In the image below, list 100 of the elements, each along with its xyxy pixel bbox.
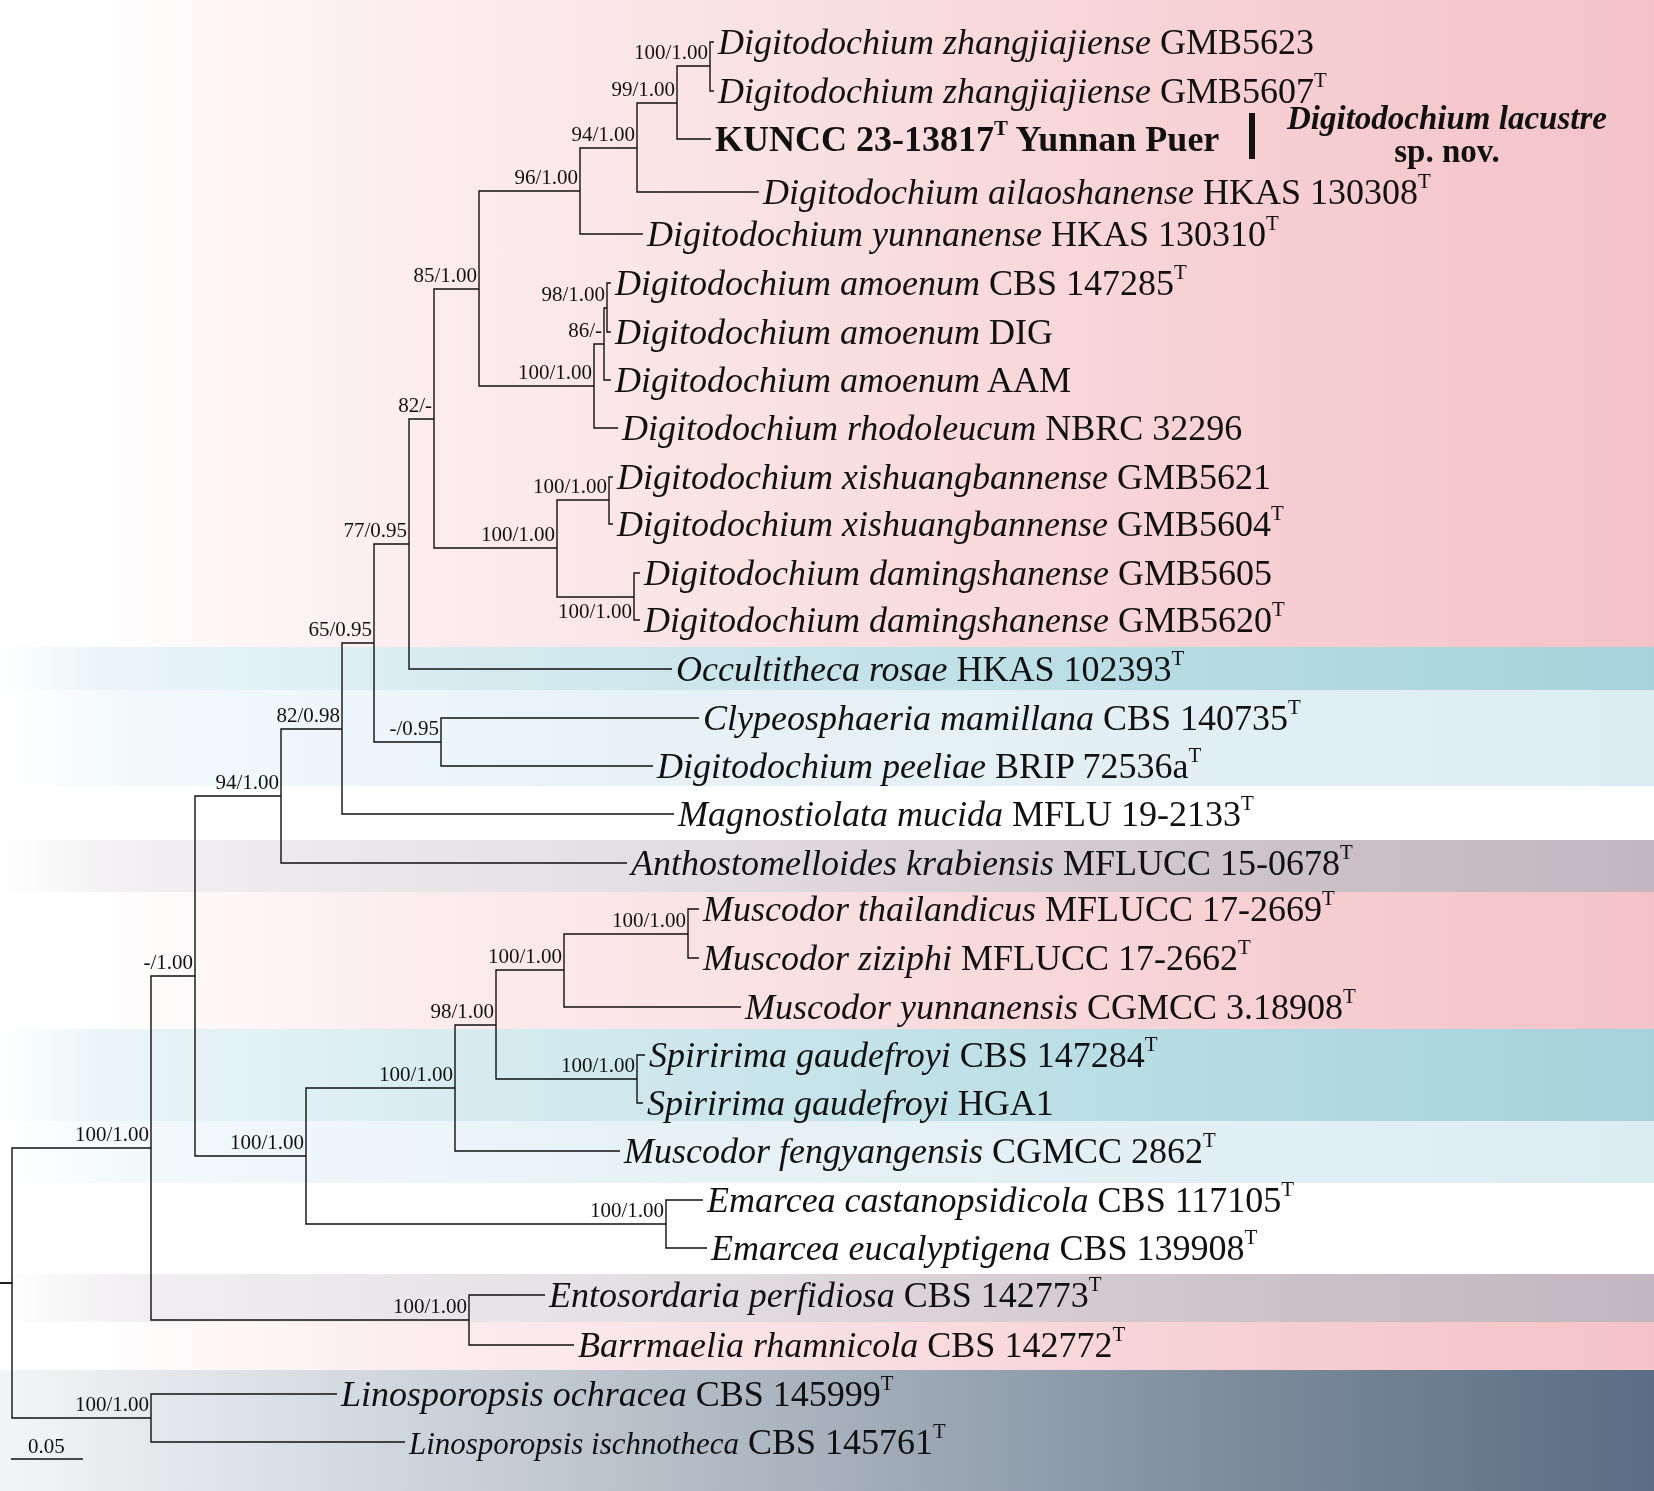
tree-branch (341, 642, 375, 730)
tree-branch (194, 795, 282, 977)
taxon-label: Digitodochium zhangjiajiense GMB5623 (714, 22, 1314, 62)
tree-branch (150, 1417, 406, 1443)
tree-branch (373, 543, 410, 644)
taxon-label: Muscodor ziziphi MFLUCC 17-2662$^{T}$ (699, 938, 1251, 978)
tree-branch (495, 969, 565, 1026)
tree-branch (341, 728, 675, 815)
tree-branch (440, 717, 700, 743)
tree-branch (608, 476, 614, 501)
tree-branch (676, 65, 711, 104)
tree-branch (280, 795, 628, 864)
tree-branch (606, 307, 612, 333)
support-value: 100/1.00 (633, 41, 708, 63)
tree-branch (468, 1294, 546, 1321)
support-value: 100/1.00 (392, 1295, 467, 1317)
support-value: 100/1.00 (74, 1123, 149, 1145)
support-value: 82/- (398, 394, 432, 416)
taxon-label: Emarcea eucalyptigena CBS 139908$^{T}$ (707, 1228, 1258, 1268)
support-value: -/1.00 (143, 951, 193, 973)
support-value: 100/1.00 (517, 361, 592, 383)
tree-branch (687, 933, 700, 959)
tree-branch (305, 1155, 667, 1225)
tree-branch (687, 908, 700, 935)
tree-branch (603, 343, 612, 381)
tree-branch (636, 102, 678, 149)
scale-value: 0.05 (28, 1435, 65, 1457)
tree-branch (563, 933, 689, 971)
taxon-label: Anthostomelloides krabiensis MFLUCC 15-0678$^{T}$ (627, 843, 1353, 883)
support-value: 85/1.00 (413, 264, 477, 286)
tree-branch (633, 572, 641, 598)
support-value: 100/1.00 (611, 909, 686, 931)
tree-branch (709, 65, 715, 92)
taxon-label: Spiririma gaudefroyi HGA1 (643, 1083, 1054, 1123)
tree-branch (433, 418, 558, 549)
taxon-label: Digitodochium ailaoshanense HKAS 130308$^{T}$ (759, 172, 1431, 212)
taxon-label: Digitodochium yunnanense HKAS 130310$^{T}$ (643, 214, 1279, 254)
tree-branch (636, 1054, 646, 1080)
support-value: 99/1.00 (611, 78, 675, 100)
tree-branch (373, 642, 442, 743)
support-value: 94/1.00 (571, 123, 635, 145)
taxon-label: Linosporopsis ochracea CBS 145999$^{T}$ (337, 1374, 894, 1414)
tree-branch (454, 1087, 621, 1152)
tree-branch (633, 596, 641, 621)
taxon-label: Emarcea castanopsidicola CBS 117105$^{T}$ (703, 1180, 1295, 1220)
taxon-label: Digitodochium damingshanense GMB5620$^{T}$ (640, 600, 1285, 640)
tree-branch (593, 385, 619, 429)
taxon-label: Clypeosphaeria mamillana CBS 140735$^{T}$ (699, 698, 1301, 738)
tree-branch (194, 975, 307, 1157)
tree-branch (454, 1024, 497, 1089)
tree-branch (478, 190, 581, 290)
tree-branch (556, 499, 610, 549)
tree-branch (636, 1078, 644, 1104)
species-name: Digitodochium lacustre sp. nov. (1287, 102, 1608, 171)
taxon-label: Digitodochium damingshanense GMB5605 (640, 553, 1272, 593)
tree-branch (468, 1319, 575, 1346)
taxon-label: Digitodochium xishuangbannense GMB5604$^{T}$ (613, 504, 1284, 544)
tree-branch (440, 741, 654, 767)
tree-branch (305, 1087, 456, 1157)
taxon-label: Barrmaelia rhamnicola CBS 142772$^{T}$ (574, 1325, 1126, 1365)
taxon-label: Digitodochium amoenum CBS 147285$^{T}$ (611, 263, 1187, 303)
tree-branch (665, 1223, 708, 1249)
taxon-label: Entosordaria perfidiosa CBS 142773$^{T}$ (545, 1275, 1102, 1315)
tree-branch (408, 418, 435, 545)
support-value: 94/1.00 (215, 771, 279, 793)
tree-branch (593, 343, 605, 387)
support-value: 77/0.95 (343, 519, 407, 541)
tree-branch (665, 1199, 704, 1225)
support-value: 98/1.00 (541, 283, 605, 305)
tree-branch (478, 288, 595, 387)
tree-branch (579, 147, 638, 192)
taxon-label: Digitodochium amoenum AAM (611, 360, 1071, 400)
tree-branch (408, 543, 673, 670)
tree-branch (636, 147, 760, 193)
tree-branch (563, 969, 742, 1008)
support-value: 100/1.00 (74, 1393, 149, 1415)
taxon-label: Digitodochium amoenum DIG (611, 312, 1053, 352)
taxon-label: Spiririma gaudefroyi CBS 147284$^{T}$ (645, 1035, 1158, 1075)
support-value: 96/1.00 (514, 166, 578, 188)
tree-branch (150, 1147, 470, 1321)
support-value: 100/1.00 (589, 1199, 664, 1221)
taxon-label: Muscodor thailandicus MFLUCC 17-2669$^{T}$ (699, 889, 1335, 929)
support-value: 100/1.00 (378, 1063, 453, 1085)
taxon-label: Linosporopsis ischnotheca CBS 145761$^{T}$ (405, 1422, 946, 1464)
support-value: 100/1.00 (560, 1054, 635, 1076)
taxon-label: Magnostiolata mucida MFLU 19-2133$^{T}$ (674, 794, 1254, 834)
support-value: 100/1.00 (480, 523, 555, 545)
tree-branch (709, 41, 715, 67)
tree-branch (676, 102, 712, 140)
tree-branch (608, 499, 614, 525)
taxon-label: Digitodochium rhodoleucum NBRC 32296 (618, 408, 1243, 448)
tree-branch (603, 307, 608, 345)
tree-branch (556, 547, 635, 598)
tree-branch (0, 1282, 152, 1419)
tree-branch (150, 1393, 338, 1419)
support-value: 100/1.00 (557, 600, 632, 622)
taxon-label: Occultitheca rosae HKAS 102393$^{T}$ (672, 649, 1185, 689)
taxon-label: Muscodor yunnanensis CGMCC 3.18908$^{T}$ (741, 987, 1356, 1027)
support-value: 100/1.00 (532, 475, 607, 497)
taxon-label: Digitodochium peeliae BRIP 72536a$^{T}$ (653, 746, 1202, 786)
